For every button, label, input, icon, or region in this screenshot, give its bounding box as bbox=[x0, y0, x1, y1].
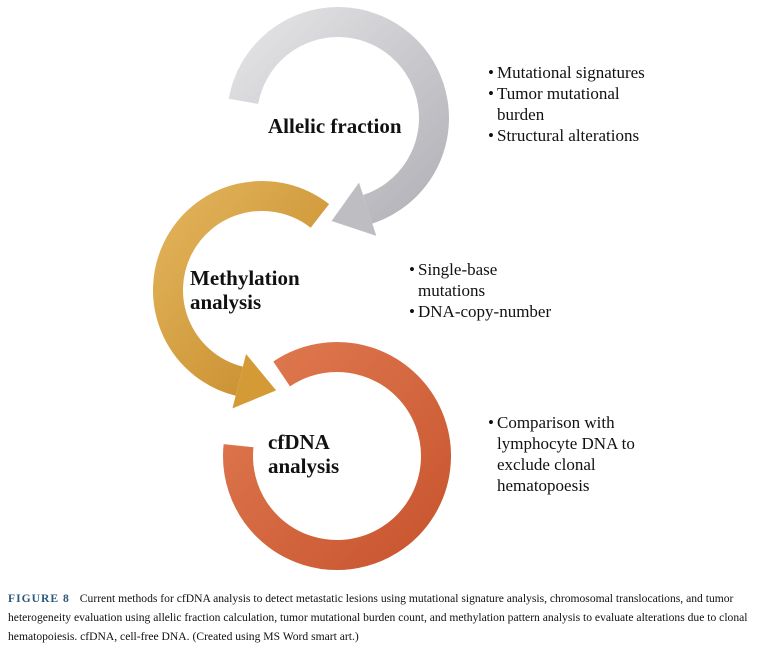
allelic-fraction-label: Allelic fraction bbox=[268, 114, 402, 138]
bullet-item: Mutational signatures bbox=[488, 62, 648, 83]
bullet-item: Structural alterations bbox=[488, 125, 648, 146]
methylation-arrow bbox=[153, 181, 330, 396]
methylation-label-line: Methylation bbox=[190, 266, 300, 290]
cfdna-ring bbox=[223, 342, 451, 570]
methylation-label: Methylation analysis bbox=[190, 266, 300, 314]
methylation-label-line: analysis bbox=[190, 290, 262, 314]
methylation-arrowhead bbox=[232, 354, 277, 409]
bullet-item: DNA-copy-number bbox=[409, 301, 589, 322]
figure-label: FIGURE 8 bbox=[8, 592, 70, 605]
bullet-item: Single-base mutations bbox=[409, 259, 528, 301]
allelic-fraction-arrowhead bbox=[331, 182, 377, 236]
cycle-diagram bbox=[153, 7, 451, 570]
allelic-fraction-bullets: Mutational signatures Tumor mutational b… bbox=[488, 62, 648, 146]
cfdna-label-line: cfDNA bbox=[268, 430, 330, 454]
bullet-item: Tumor mutational burden bbox=[488, 83, 648, 125]
methylation-bullets: Single-base mutations DNA-copy-number bbox=[409, 259, 589, 322]
allelic-fraction-arrow bbox=[228, 7, 449, 224]
cfdna-bullets: Comparison with lymphocyte DNA to exclud… bbox=[488, 412, 648, 496]
bullet-item: Comparison with lymphocyte DNA to exclud… bbox=[488, 412, 648, 496]
cfdna-label-line: analysis bbox=[268, 454, 340, 478]
cfdna-label: cfDNA analysis bbox=[268, 430, 339, 478]
caption-text: Current methods for cfDNA analysis to de… bbox=[8, 592, 748, 643]
